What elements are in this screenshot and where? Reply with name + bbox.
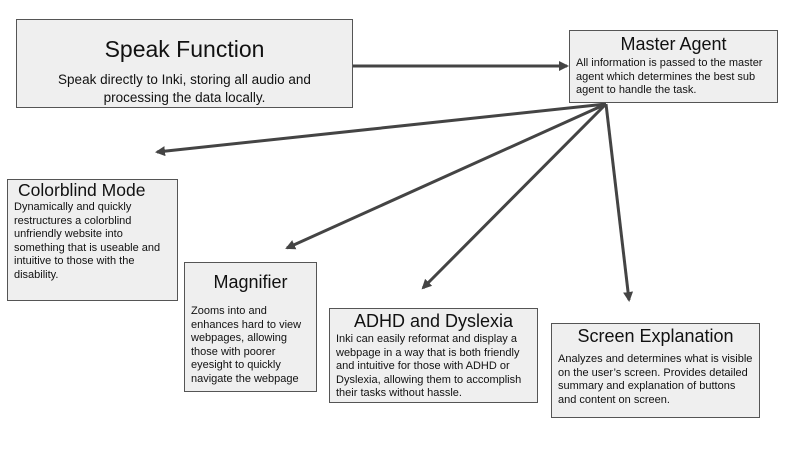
arrow-master-to-screen (604, 103, 634, 302)
master-agent-box: Master Agent All information is passed t… (569, 30, 778, 103)
master-agent-description: All information is passed to the master … (576, 57, 763, 96)
adhd-dyslexia-description: Inki can easily reformat and display a w… (336, 333, 522, 399)
colorblind-mode-title: Colorblind Mode (18, 180, 146, 200)
magnifier-description: Zooms into and enhances hard to view web… (191, 305, 302, 385)
screen-explanation-title: Screen Explanation (577, 326, 734, 346)
speak-function-title: Speak Function (104, 36, 265, 62)
magnifier-box: Magnifier Zooms into and enhances hard t… (184, 262, 317, 392)
arrow-master-to-adhd (421, 102, 608, 290)
adhd-dyslexia-title: ADHD and Dyslexia (353, 311, 514, 331)
speak-function-description: Speak directly to Inki, storing all audi… (58, 72, 311, 105)
colorblind-mode-box: Colorblind Mode Dynamically and quickly … (7, 179, 178, 301)
speak-function-box: Speak Function Speak directly to Inki, s… (16, 19, 353, 108)
master-agent-title: Master Agent (620, 34, 727, 54)
screen-explanation-box: Screen Explanation Analyzes and determin… (551, 323, 760, 418)
screen-explanation-description: Analyzes and determines what is visible … (558, 353, 753, 406)
adhd-dyslexia-box: ADHD and Dyslexia Inki can easily reform… (329, 308, 538, 403)
colorblind-mode-description: Dynamically and quickly restructures a c… (14, 201, 161, 281)
arrow-master-to-colorblind (155, 102, 607, 157)
arrow-master-to-magnifier (285, 102, 607, 250)
magnifier-title: Magnifier (213, 272, 288, 292)
